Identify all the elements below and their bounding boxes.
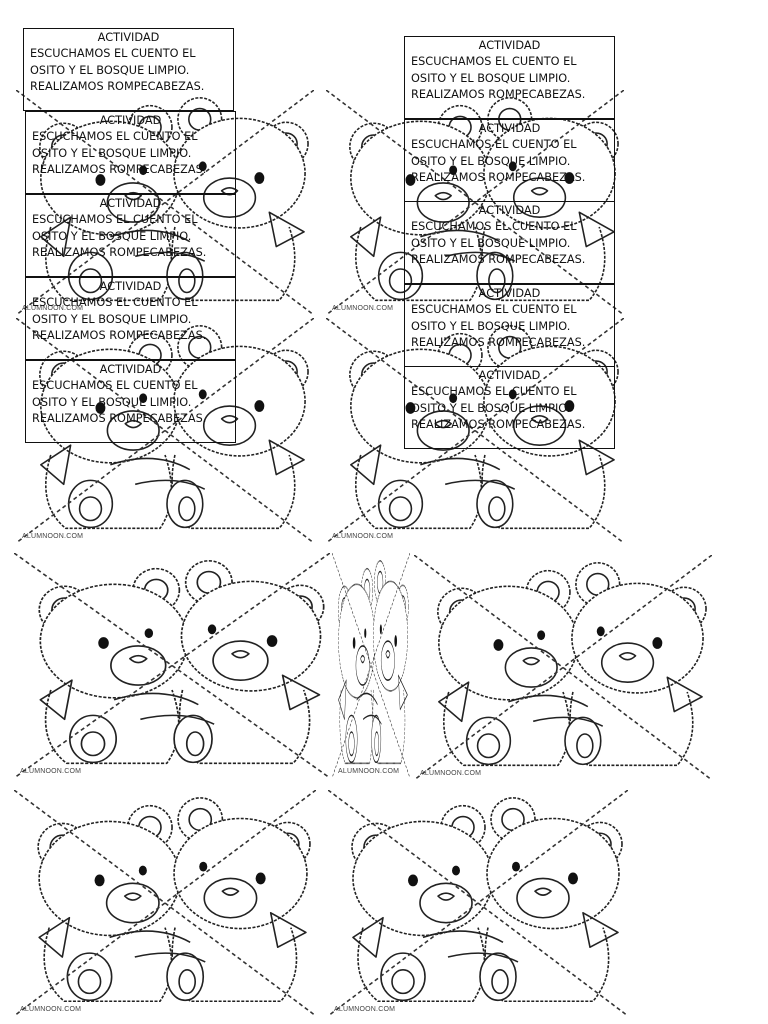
activity-text-line: OSITO Y EL BOSQUE LIMPIO.: [32, 229, 192, 243]
activity-text-line: OSITO Y EL BOSQUE LIMPIO.: [411, 401, 571, 415]
activity-text-line: REALIZAMOS ROMPECABEZAS.: [32, 245, 207, 259]
teddy-bears-illustration: [326, 318, 624, 543]
activity-text-line: ESCUCHAMOS EL CUENTO EL: [32, 213, 198, 227]
activity-text-line: REALIZAMOS ROMPECABEZAS.: [32, 162, 207, 176]
activity-title: ACTIVIDAD: [478, 204, 541, 217]
teddy-bears-illustration: [16, 318, 314, 543]
activity-text-line: REALIZAMOS ROMPECABEZAS.: [32, 328, 207, 342]
activity-text-line: OSITO Y EL BOSQUE LIMPIO.: [411, 71, 571, 85]
activity-text-line: OSITO Y EL BOSQUE LIMPIO.: [30, 63, 190, 77]
activity-text-line: ESCUCHAMOS EL CUENTO EL: [32, 296, 198, 310]
bear-puzzle-panel: ALUMNOON.COM: [16, 318, 314, 543]
bear-puzzle-panel: ALUMNOON.COM: [328, 790, 628, 1016]
bear-puzzle-panel: ALUMNOON.COM: [14, 553, 330, 778]
activity-text-line: ESCUCHAMOS EL CUENTO EL: [411, 55, 577, 69]
activity-text-line: ESCUCHAMOS EL CUENTO EL: [32, 379, 198, 393]
teddy-bears-illustration: [14, 790, 316, 1016]
activity-title: ACTIVIDAD: [478, 122, 541, 135]
activity-box: ACTIVIDAD ESCUCHAMOS EL CUENTO EL OSITO Y …: [404, 366, 615, 449]
watermark: ALUMNOON.COM: [22, 533, 84, 540]
watermark: ALUMNOON.COM: [332, 533, 394, 540]
watermark: ALUMNOON.COM: [20, 1006, 82, 1013]
activity-title: ACTIVIDAD: [99, 197, 162, 210]
activity-text-line: REALIZAMOS ROMPECABEZAS.: [411, 87, 586, 101]
activity-text-line: ESCUCHAMOS EL CUENTO EL: [411, 220, 577, 234]
activity-box: ACTIVIDAD ESCUCHAMOS EL CUENTO EL OSITO Y …: [25, 360, 236, 443]
watermark: ALUMNOON.COM: [332, 305, 394, 312]
activity-text-line: OSITO Y EL BOSQUE LIMPIO.: [411, 154, 571, 168]
activity-text-line: OSITO Y EL BOSQUE LIMPIO.: [411, 319, 571, 333]
activity-text-line: REALIZAMOS ROMPECABEZAS.: [411, 252, 586, 266]
teddy-bears-illustration: [328, 790, 628, 1016]
activity-title: ACTIVIDAD: [99, 280, 162, 293]
bear-puzzle-panel: ALUMNOON.COM: [332, 553, 410, 778]
activity-box: ACTIVIDAD ESCUCHAMOS EL CUENTO EL OSITO Y …: [25, 277, 236, 360]
watermark: ALUMNOON.COM: [22, 305, 84, 312]
activity-title: ACTIVIDAD: [97, 31, 160, 44]
activity-box: ACTIVIDAD ESCUCHAMOS EL CUENTO EL OSITO Y …: [404, 36, 615, 119]
activity-title: ACTIVIDAD: [99, 363, 162, 376]
activity-box: ACTIVIDAD ESCUCHAMOS EL CUENTO EL OSITO Y …: [404, 119, 615, 202]
watermark: ALUMNOON.COM: [20, 768, 82, 775]
activity-box: ACTIVIDAD ESCUCHAMOS EL CUENTO EL OSITO Y …: [404, 284, 615, 367]
activity-text-line: OSITO Y EL BOSQUE LIMPIO.: [32, 312, 192, 326]
activity-text-line: REALIZAMOS ROMPECABEZAS.: [411, 170, 586, 184]
activity-text-line: ESCUCHAMOS EL CUENTO EL: [411, 303, 577, 317]
teddy-bears-illustration: [332, 553, 410, 778]
watermark: ALUMNOON.COM: [338, 768, 400, 775]
activity-title: ACTIVIDAD: [478, 39, 541, 52]
teddy-bears-illustration: [14, 553, 330, 778]
activity-box: ACTIVIDAD ESCUCHAMOS EL CUENTO EL OSITO Y …: [404, 201, 615, 284]
activity-text-line: REALIZAMOS ROMPECABEZAS.: [411, 417, 586, 431]
watermark: ALUMNOON.COM: [420, 770, 482, 777]
bear-puzzle-panel: ALUMNOON.COM: [14, 790, 316, 1016]
activity-text-line: OSITO Y EL BOSQUE LIMPIO.: [32, 146, 192, 160]
activity-text-line: ESCUCHAMOS EL CUENTO EL: [411, 138, 577, 152]
activity-text-line: REALIZAMOS ROMPECABEZAS.: [30, 79, 205, 93]
activity-title: ACTIVIDAD: [478, 287, 541, 300]
activity-text-line: ESCUCHAMOS EL CUENTO EL: [30, 47, 196, 61]
teddy-bears-illustration: [326, 90, 624, 315]
bear-puzzle-panel: ALUMNOON.COM: [326, 90, 624, 315]
activity-text-line: OSITO Y EL BOSQUE LIMPIO.: [32, 395, 192, 409]
activity-title: ACTIVIDAD: [478, 369, 541, 382]
activity-title: ACTIVIDAD: [99, 114, 162, 127]
bear-puzzle-panel: ALUMNOON.COM: [414, 555, 712, 780]
watermark: ALUMNOON.COM: [334, 1006, 396, 1013]
activity-box: ACTIVIDAD ESCUCHAMOS EL CUENTO EL OSITO Y …: [25, 194, 236, 277]
teddy-bears-illustration: [414, 555, 712, 780]
activity-text-line: REALIZAMOS ROMPECABEZAS.: [32, 411, 207, 425]
bear-puzzle-panel: ALUMNOON.COM: [326, 318, 624, 543]
activity-text-line: ESCUCHAMOS EL CUENTO EL: [32, 130, 198, 144]
activity-box: ACTIVIDAD ESCUCHAMOS EL CUENTO EL OSITO Y …: [23, 28, 234, 111]
activity-text-line: REALIZAMOS ROMPECABEZAS.: [411, 335, 586, 349]
activity-text-line: ESCUCHAMOS EL CUENTO EL: [411, 385, 577, 399]
activity-box: ACTIVIDAD ESCUCHAMOS EL CUENTO EL OSITO Y …: [25, 111, 236, 194]
activity-text-line: OSITO Y EL BOSQUE LIMPIO.: [411, 236, 571, 250]
